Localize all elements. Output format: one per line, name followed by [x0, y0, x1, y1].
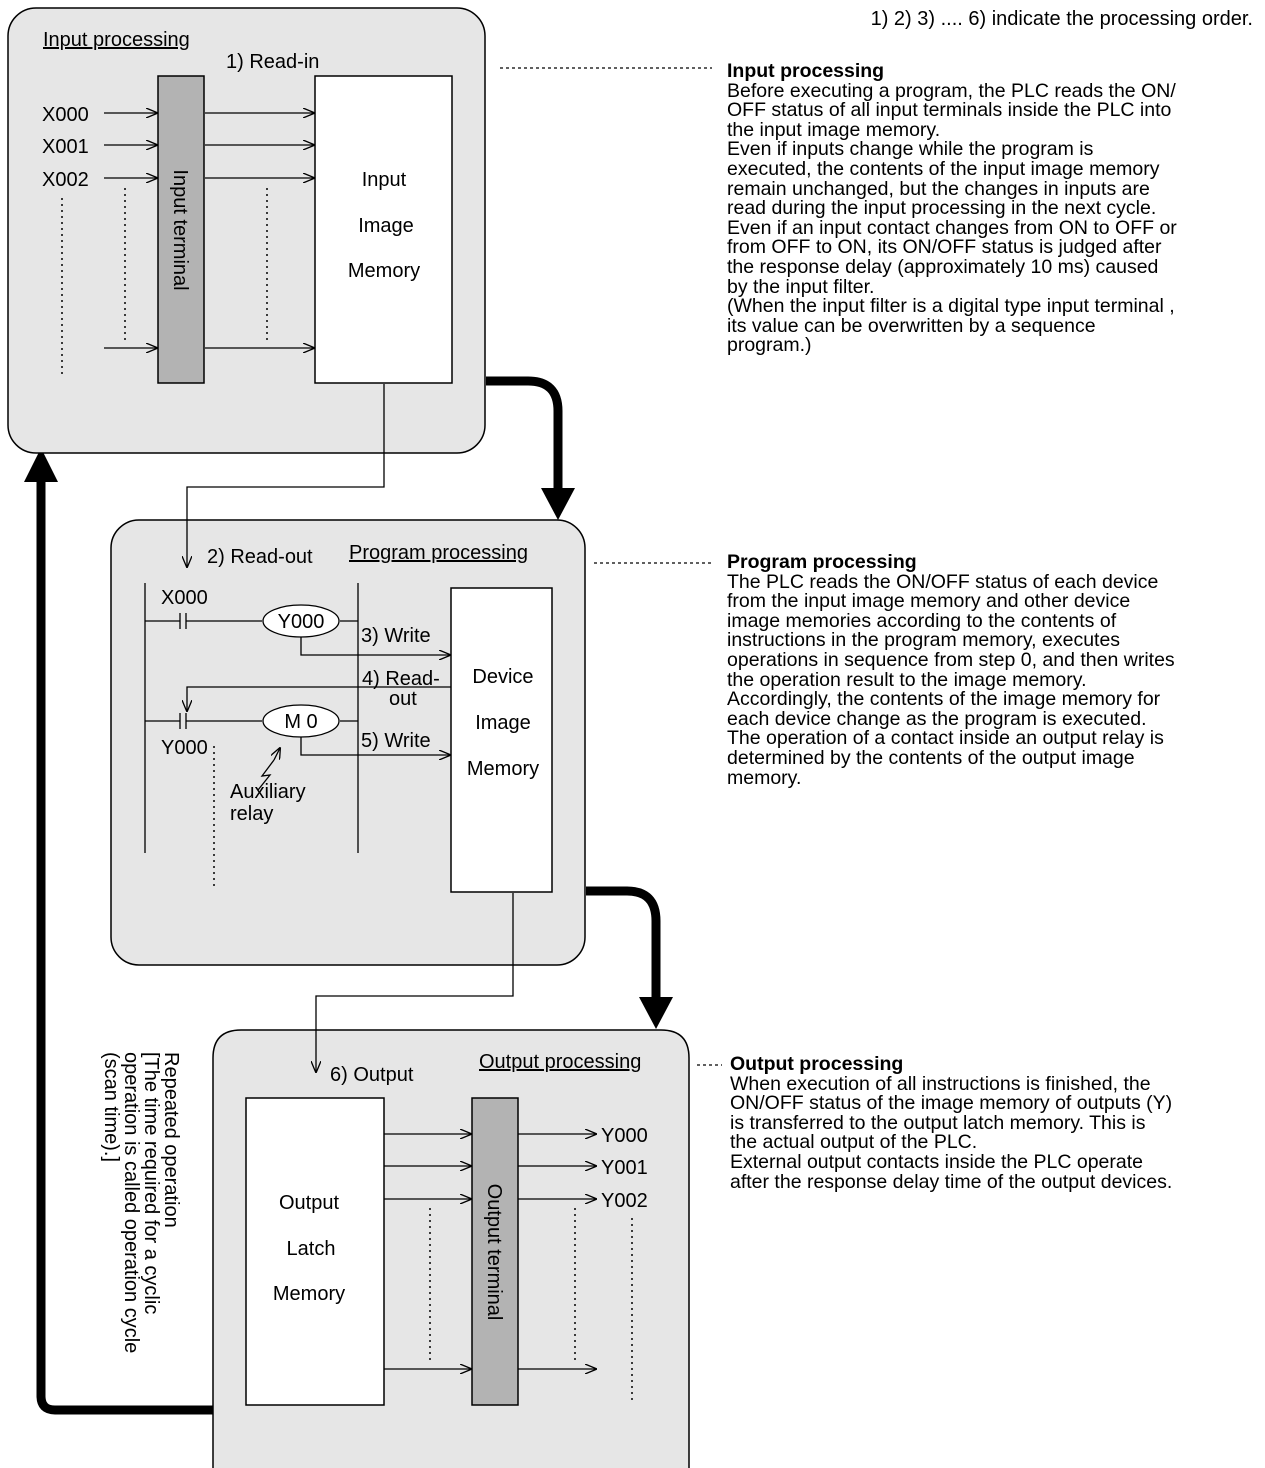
input-panel-title: Input processing	[43, 29, 190, 51]
contact-x000-label: X000	[161, 587, 208, 609]
coil-m0	[262, 704, 340, 738]
input-memory-line3: Memory	[348, 260, 420, 282]
svg-text:operation is called operation: operation is called operation cycle	[120, 1052, 142, 1353]
output-description-heading: Output processing	[730, 1053, 904, 1075]
input-description-heading: Input processing	[727, 60, 885, 82]
svg-text:[The time required for a cycli: [The time required for a cyclic	[140, 1052, 162, 1314]
device-image-memory-box	[450, 587, 553, 893]
device-memory-line2: Image	[475, 712, 531, 734]
input-description-text: Before executing a program, the PLC read…	[727, 79, 1177, 357]
output-label-y000: Y000	[601, 1125, 648, 1147]
output-label-y001: Y001	[601, 1157, 648, 1179]
coil-y000	[262, 604, 340, 638]
program-description-heading: Program processing	[727, 551, 917, 573]
step-read-in: 1) Read-in	[226, 51, 319, 73]
device-memory-line3: Memory	[467, 758, 539, 780]
program-description: Program processing The PLC reads the ON/…	[727, 551, 1257, 789]
program-panel-title: Program processing	[349, 542, 528, 564]
flow-arrow-input-to-program	[486, 376, 563, 490]
svg-text:Repeated operation: Repeated operation	[160, 1052, 182, 1228]
connector-output	[316, 893, 514, 1072]
input-label-x002: X002	[42, 169, 89, 191]
input-memory-line2: Image	[358, 215, 414, 237]
output-terminal-label: Output terminal	[483, 1184, 505, 1321]
input-memory-line1: Input	[362, 169, 407, 191]
step-write-5: 5) Write	[361, 730, 431, 752]
output-description: Output processing When execution of all …	[730, 1053, 1260, 1193]
input-description: Input processing Before executing a prog…	[727, 60, 1257, 357]
input-terminal-block	[157, 75, 205, 384]
device-memory-line1: Device	[472, 666, 533, 688]
program-description-text: The PLC reads the ON/OFF status of each …	[727, 570, 1175, 789]
processing-order-note: 1) 2) 3) .... 6) indicate the processing…	[870, 8, 1253, 30]
coil-m0-label: M 0	[284, 711, 317, 733]
flow-arrow-head-1	[541, 488, 575, 520]
input-terminal-label: Input terminal	[169, 169, 191, 290]
step-read-out-4-line2: out	[389, 688, 417, 710]
loop-label: Repeated operation [The time required fo…	[100, 1052, 182, 1353]
input-label-x000: X000	[42, 104, 89, 126]
aux-relay-line2: relay	[230, 803, 273, 825]
latch-memory-line3: Memory	[273, 1283, 345, 1305]
aux-relay-line1: Auxiliary	[230, 781, 306, 803]
latch-memory-line1: Output	[279, 1192, 339, 1214]
connector-read-out	[187, 384, 385, 567]
input-label-x001: X001	[42, 136, 89, 158]
flow-arrow-program-to-output	[586, 886, 661, 999]
coil-y000-label: Y000	[278, 611, 325, 633]
output-terminal-block	[471, 1097, 519, 1406]
loop-arrow	[36, 480, 213, 1415]
step-read-out: 2) Read-out	[207, 546, 313, 568]
output-latch-memory-box	[245, 1097, 385, 1406]
output-panel-title: Output processing	[479, 1051, 641, 1073]
step-read-out-4-line1: 4) Read-	[362, 668, 440, 690]
flow-arrow-head-2	[639, 997, 673, 1029]
contact-y000-label: Y000	[161, 737, 208, 759]
loop-arrow-head	[24, 448, 58, 482]
latch-memory-line2: Latch	[287, 1238, 336, 1260]
step-write-3: 3) Write	[361, 625, 431, 647]
output-label-y002: Y002	[601, 1190, 648, 1212]
input-image-memory-box	[314, 75, 453, 384]
output-description-text: When execution of all instructions is fi…	[730, 1072, 1173, 1193]
step-output: 6) Output	[330, 1064, 414, 1086]
svg-text:(scan time).]: (scan time).]	[100, 1052, 122, 1162]
